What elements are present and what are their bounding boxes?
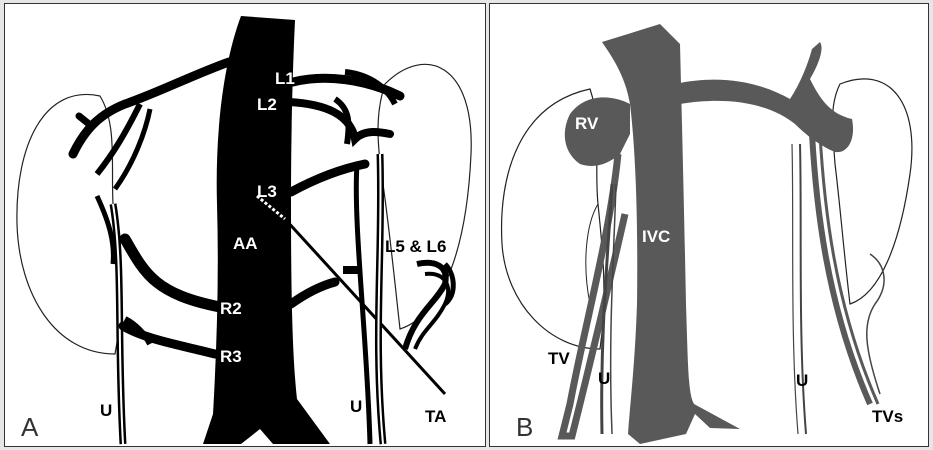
label-tvs: TVs bbox=[872, 407, 903, 426]
label-u-left: U bbox=[598, 369, 610, 388]
label-r1: R1 bbox=[233, 53, 255, 72]
rv-right-shape bbox=[675, 42, 853, 152]
label-l1: L1 bbox=[275, 69, 295, 88]
label-rv-top: RV bbox=[685, 61, 709, 80]
label-aa: AA bbox=[233, 234, 258, 253]
panel-a-diagram: R1 L1 L2 L3 AA R2 L4 R3 L5 & L6 U U TA A bbox=[5, 4, 486, 447]
r1-stub bbox=[79, 116, 89, 124]
label-ta: TA bbox=[425, 407, 446, 426]
label-rv-left: RV bbox=[575, 114, 599, 133]
panel-b-diagram: RV RV IVC TV U U TVs B bbox=[490, 4, 929, 447]
panel-letter-b: B bbox=[516, 412, 533, 442]
label-l5-l6: L5 & L6 bbox=[385, 237, 446, 256]
right-curl bbox=[867, 254, 884, 394]
label-l4: L4 bbox=[267, 299, 287, 318]
right-kidney-outline bbox=[833, 79, 912, 304]
r1-artery bbox=[73, 62, 229, 154]
u-right-line-2 bbox=[792, 144, 798, 434]
label-u-right: U bbox=[796, 371, 808, 390]
l2-artery bbox=[289, 102, 390, 139]
label-l2: L2 bbox=[257, 95, 277, 114]
panel-letter-a: A bbox=[21, 412, 39, 442]
left-kidney-outline bbox=[17, 94, 119, 354]
label-l3: L3 bbox=[257, 182, 277, 201]
label-u-right: U bbox=[350, 397, 362, 416]
l4-artery bbox=[291, 282, 335, 304]
label-r2: R2 bbox=[220, 299, 242, 318]
u-right-line bbox=[800, 144, 806, 434]
label-r3: R3 bbox=[220, 347, 242, 366]
panel-a: R1 L1 L2 L3 AA R2 L4 R3 L5 & L6 U U TA A bbox=[4, 3, 486, 447]
label-tv: TV bbox=[548, 349, 570, 368]
label-u-left: U bbox=[100, 401, 112, 420]
label-ivc: IVC bbox=[642, 227, 670, 246]
r2-artery bbox=[125, 239, 220, 307]
panel-b: RV RV IVC TV U U TVs B bbox=[489, 3, 929, 447]
